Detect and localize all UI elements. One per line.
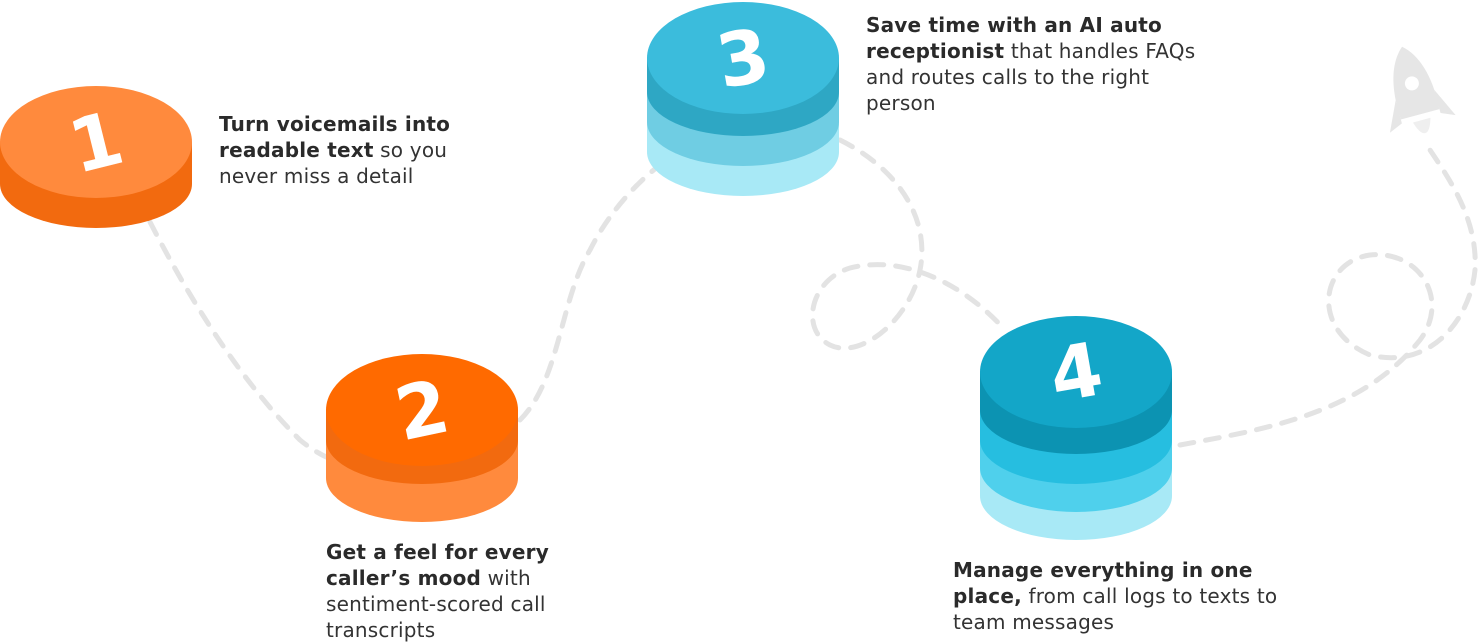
step-2-text: with sentiment-scored call transcripts [326,566,546,642]
step-4-caption: Manage everything in one place, from cal… [953,557,1283,635]
step-1-caption: Turn voicemails into readable text so yo… [219,111,499,189]
step-3-text: that handles FAQs and routes calls to th… [866,39,1196,115]
step-4-text: from call logs to texts to team messages [953,584,1278,634]
step-2-disc: 2 [326,354,518,522]
step-1-disc: 1 [0,86,192,228]
step-1-highlight: Turn voicemails into readable text [219,112,451,162]
step-3-disc: 3 [647,2,839,196]
step-3-highlight: Save time with an AI auto receptionist [866,13,1162,63]
step-3-caption: Save time with an AI auto receptionist t… [866,12,1196,116]
step-1-text: so you never miss a detail [219,138,448,188]
step-4-highlight: Manage everything in one place, [953,558,1253,608]
step-4-disc: 4 [980,316,1172,540]
step-2-caption: Get a feel for every caller’s mood with … [326,539,626,643]
step-2-highlight: Get a feel for every caller’s mood [326,540,549,590]
rocket-icon [1389,46,1456,134]
